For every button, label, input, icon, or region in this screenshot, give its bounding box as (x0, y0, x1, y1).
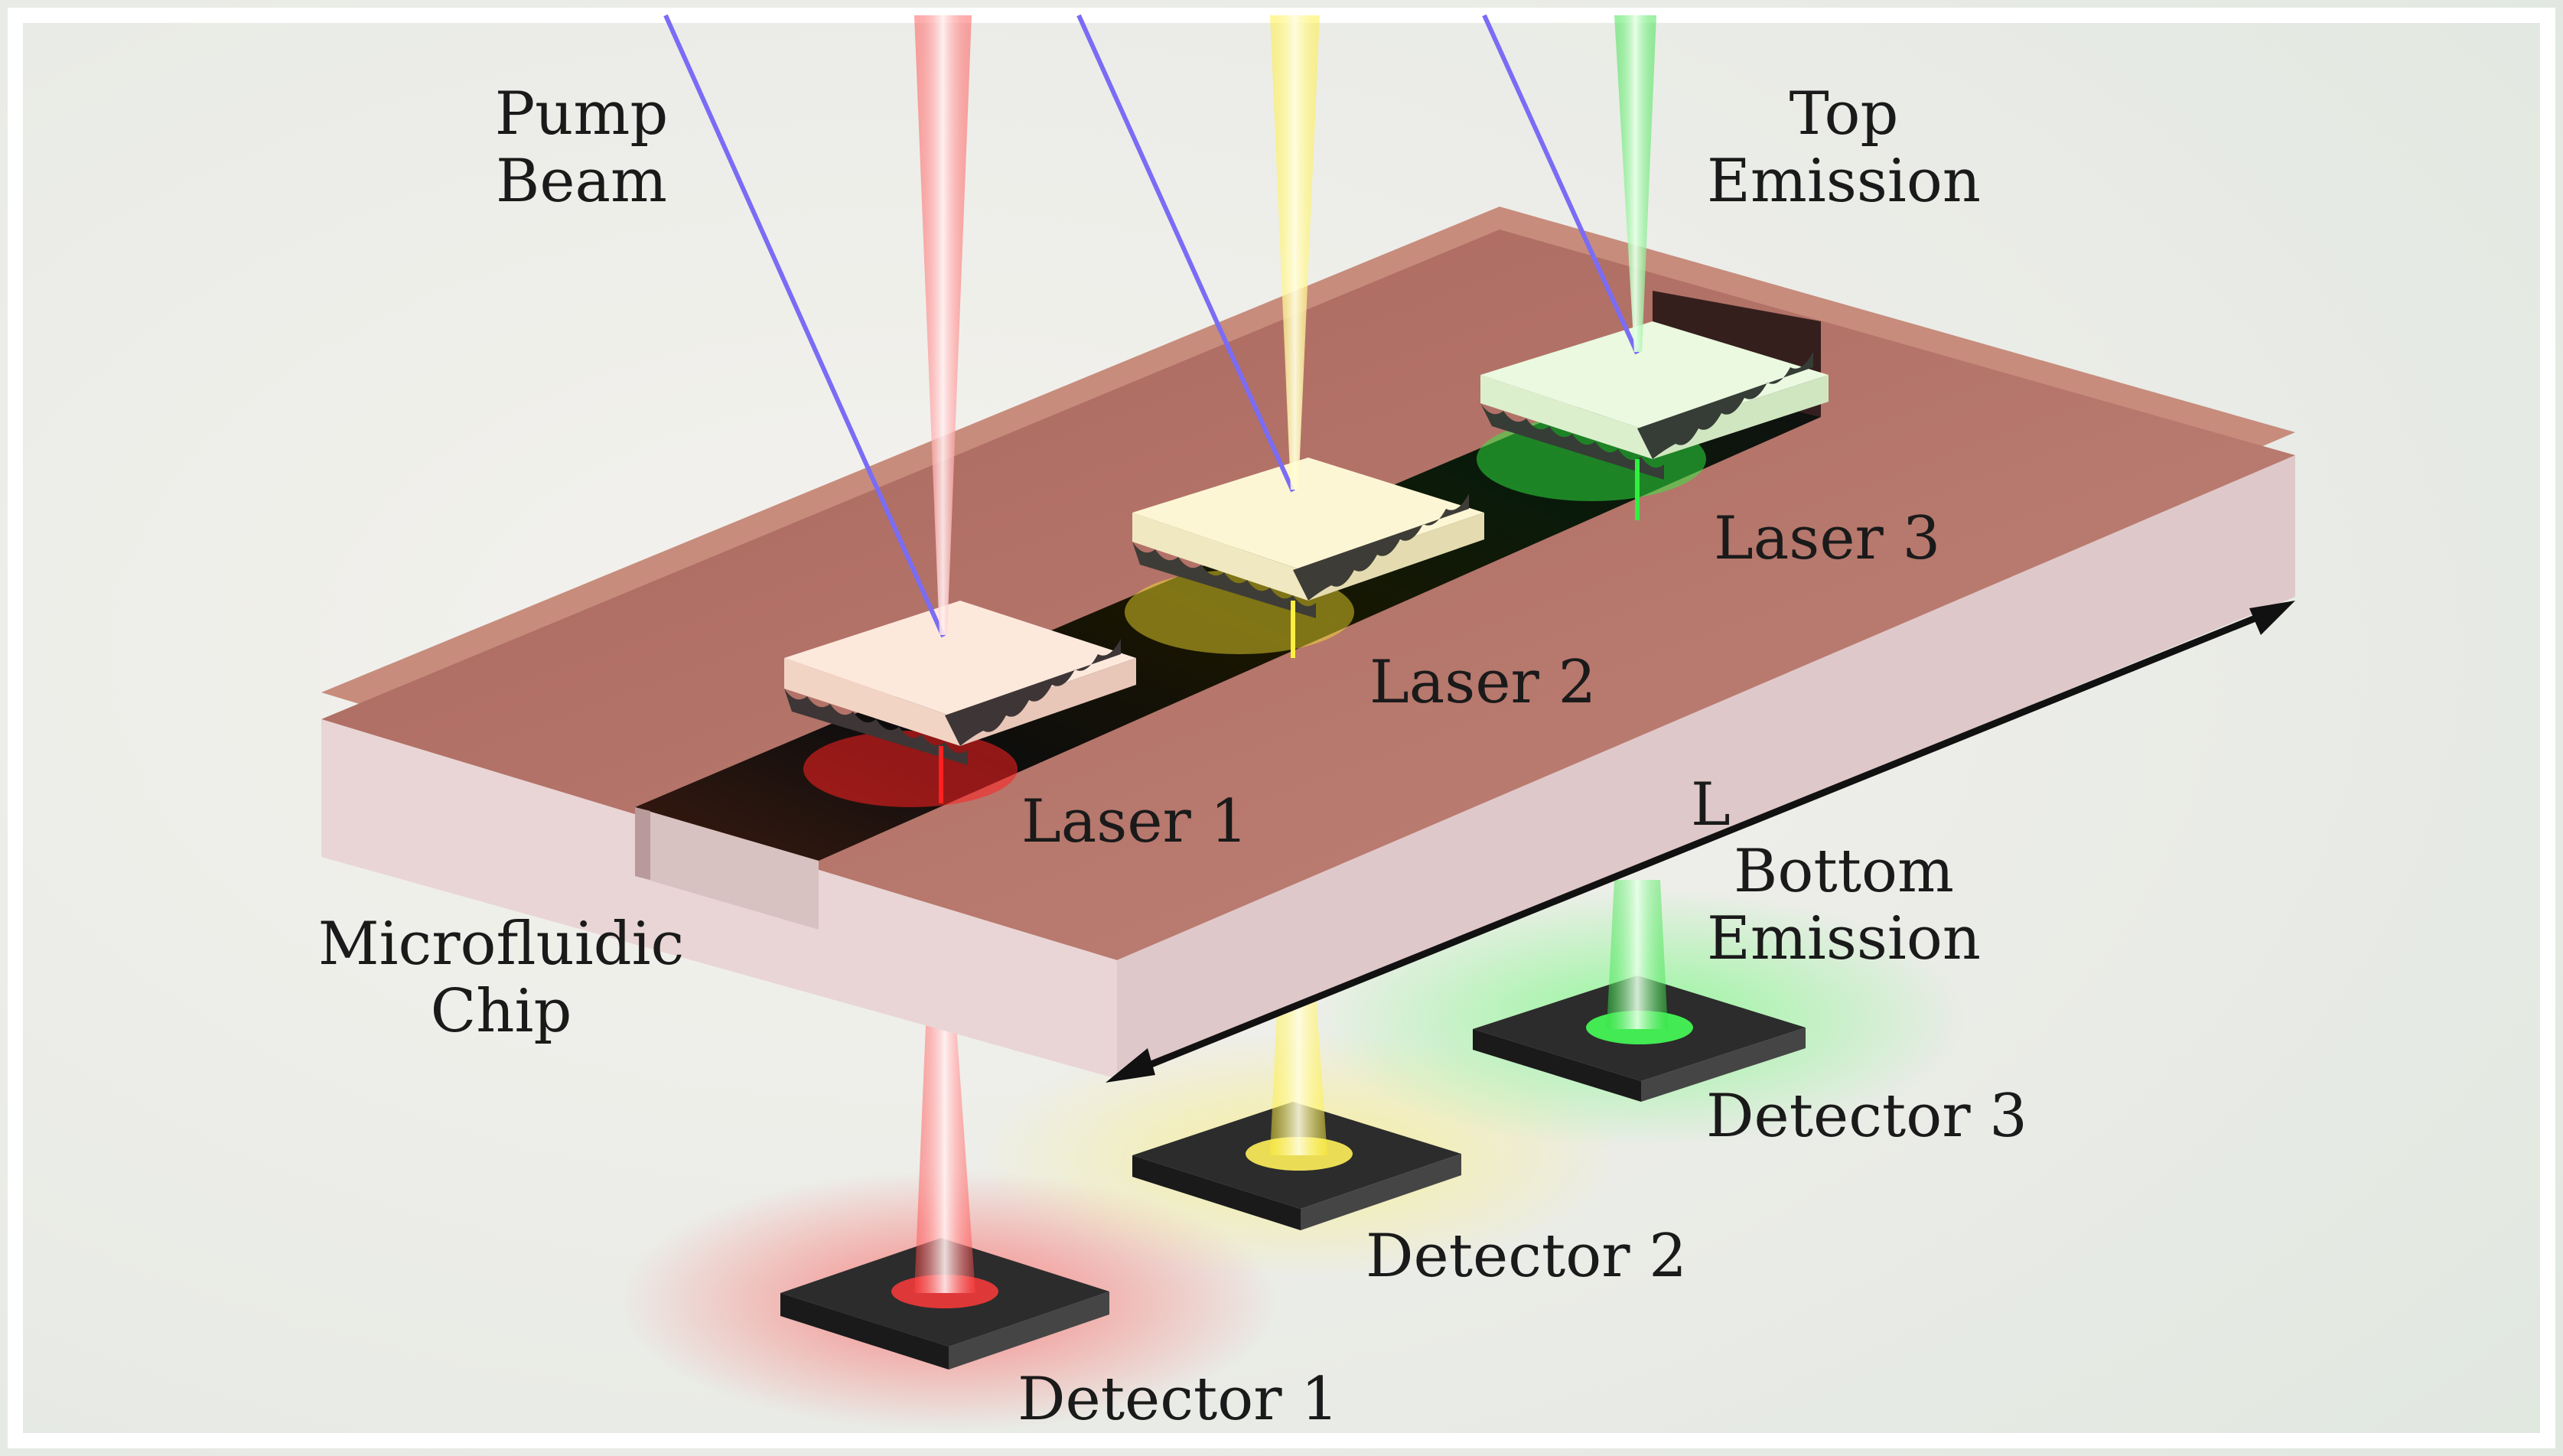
laser-1-block (784, 601, 1136, 765)
top-emission-label: Top Emission (1683, 80, 2004, 215)
bottom-label-line1: Bottom (1734, 837, 1954, 906)
chip-label-line1: Microfluidic (318, 910, 685, 979)
laser-3-block (1480, 321, 1829, 480)
pump-beam-1 (663, 14, 946, 638)
laser-3-label: Laser 3 (1714, 504, 1941, 573)
length-label: L (1691, 770, 1731, 839)
laser-2-label: Laser 2 (1369, 648, 1597, 717)
pump-label-line2: Beam (496, 147, 667, 216)
pump-label-line1: Pump (494, 80, 669, 148)
laser1-top-emission (914, 15, 972, 635)
bottom-label-line2: Emission (1706, 904, 1982, 973)
pump-beam-3 (1482, 14, 1640, 355)
laser-1-label: Laser 1 (1021, 787, 1249, 856)
top-label-line2: Emission (1706, 147, 1982, 216)
pump-beam-2 (1076, 14, 1295, 493)
laser3-top-emission (1614, 15, 1656, 352)
chip-label-line2: Chip (430, 977, 572, 1046)
bottom-emission-label: Bottom Emission (1691, 838, 1997, 972)
detector-3-label: Detector 3 (1706, 1082, 2027, 1151)
laser1-bottom-emission (914, 1025, 975, 1293)
detector-1-label: Detector 1 (1018, 1365, 1339, 1434)
laser3-bottom-emission (1607, 880, 1668, 1029)
laser2-bottom-emission (1270, 995, 1327, 1155)
length-arrow (1106, 601, 2295, 1083)
detector-2-label: Detector 2 (1366, 1222, 1687, 1291)
pump-beam-label: Pump Beam (467, 80, 696, 215)
top-label-line1: Top (1789, 80, 1899, 148)
microfluidic-chip-label: Microfluidic Chip (306, 910, 696, 1045)
laser-2-block (1132, 458, 1484, 618)
laser2-top-emission (1270, 15, 1320, 490)
